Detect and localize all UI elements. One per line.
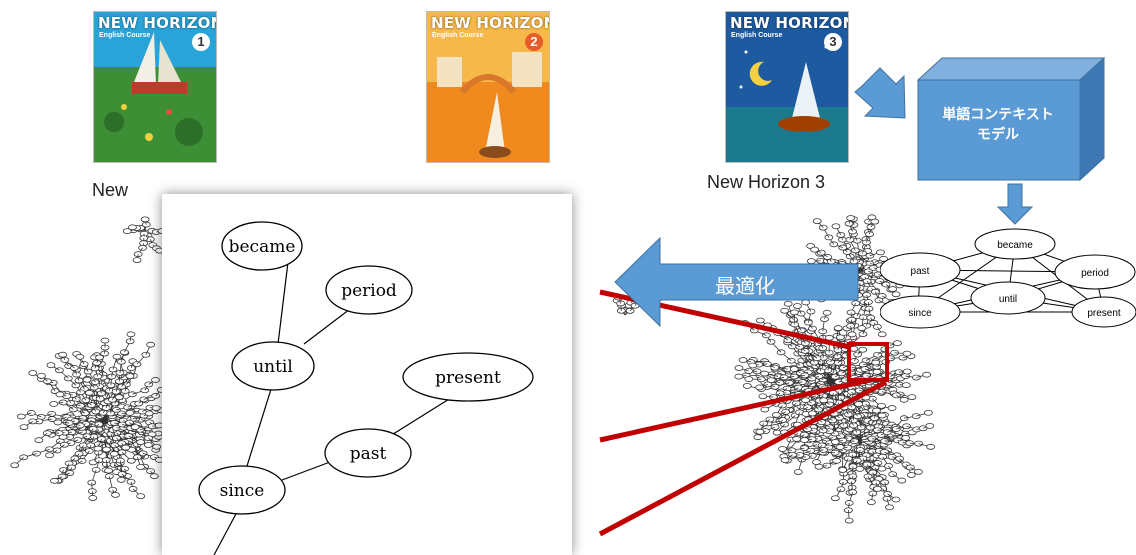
small-label-since: since bbox=[908, 308, 932, 319]
cover-2-number: 2 bbox=[525, 33, 543, 51]
cover-1-number: 1 bbox=[192, 33, 210, 51]
textbook-cover-1: NEW HORIZON English Course 1 bbox=[93, 11, 217, 163]
cover-2-title: NEW HORIZON bbox=[431, 14, 550, 32]
cover-1-caption: New bbox=[92, 180, 129, 200]
optimize-label: 最適化 bbox=[715, 274, 775, 298]
detail-node-became bbox=[221, 221, 303, 271]
detail-label-became: became bbox=[229, 237, 296, 257]
small-node-period bbox=[1054, 254, 1136, 290]
cover-2-illustration bbox=[427, 12, 549, 162]
small-node-since bbox=[880, 295, 961, 329]
small-word-graph: became past period until since present bbox=[880, 228, 1136, 329]
detail-node-present bbox=[402, 352, 534, 402]
model-box-label: 単語コンテキスト モデル bbox=[918, 105, 1078, 145]
optimize-arrow bbox=[614, 236, 859, 328]
cover-1-subtitle: English Course bbox=[99, 32, 151, 39]
cover-1-illustration bbox=[94, 12, 216, 162]
word-context-model-box bbox=[916, 56, 1106, 182]
zoom-line-bottom bbox=[598, 379, 888, 537]
small-label-present: present bbox=[1087, 308, 1121, 319]
model-box-line2: モデル bbox=[977, 127, 1019, 143]
detail-node-since bbox=[198, 465, 286, 515]
cover-3-subtitle: English Course bbox=[731, 32, 783, 39]
detail-label-since: since bbox=[220, 481, 265, 501]
detail-node-period bbox=[325, 265, 413, 315]
small-label-until: until bbox=[999, 294, 1017, 305]
textbook-cover-2: NEW HORIZON English Course 2 bbox=[426, 11, 550, 163]
small-node-until bbox=[970, 281, 1046, 315]
cover-3-number: 3 bbox=[824, 33, 842, 51]
zoom-selection-rect bbox=[847, 342, 889, 382]
detail-label-until: until bbox=[253, 357, 293, 377]
small-node-past bbox=[880, 252, 961, 288]
detail-word-graph: became period until present past since bbox=[198, 221, 534, 555]
cover-3-caption: New Horizon 3 bbox=[707, 172, 826, 192]
small-label-past: past bbox=[911, 266, 930, 277]
detail-node-past bbox=[324, 428, 412, 478]
background-tree-left bbox=[10, 216, 167, 501]
detail-label-present: present bbox=[435, 368, 501, 388]
detail-node-until bbox=[231, 341, 315, 391]
small-label-period: period bbox=[1081, 268, 1109, 279]
small-label-became: became bbox=[997, 240, 1033, 251]
cover-2-subtitle: English Course bbox=[432, 32, 484, 39]
small-node-present bbox=[1071, 296, 1136, 328]
detail-graph-card: became period until present past since bbox=[162, 194, 572, 555]
textbook-cover-3: NEW HORIZON English Course 3 bbox=[725, 11, 849, 163]
detail-label-past: past bbox=[350, 444, 387, 464]
arrow-to-model bbox=[854, 67, 906, 119]
model-box-line1: 単語コンテキスト bbox=[942, 107, 1054, 123]
cover-1-title: NEW HORIZON bbox=[98, 14, 217, 32]
arrow-down-to-graph bbox=[996, 183, 1034, 225]
cover-3-title: NEW HORIZON bbox=[730, 14, 849, 32]
zoom-line-middle bbox=[599, 377, 871, 443]
small-node-became bbox=[974, 228, 1056, 260]
detail-label-period: period bbox=[341, 281, 397, 301]
